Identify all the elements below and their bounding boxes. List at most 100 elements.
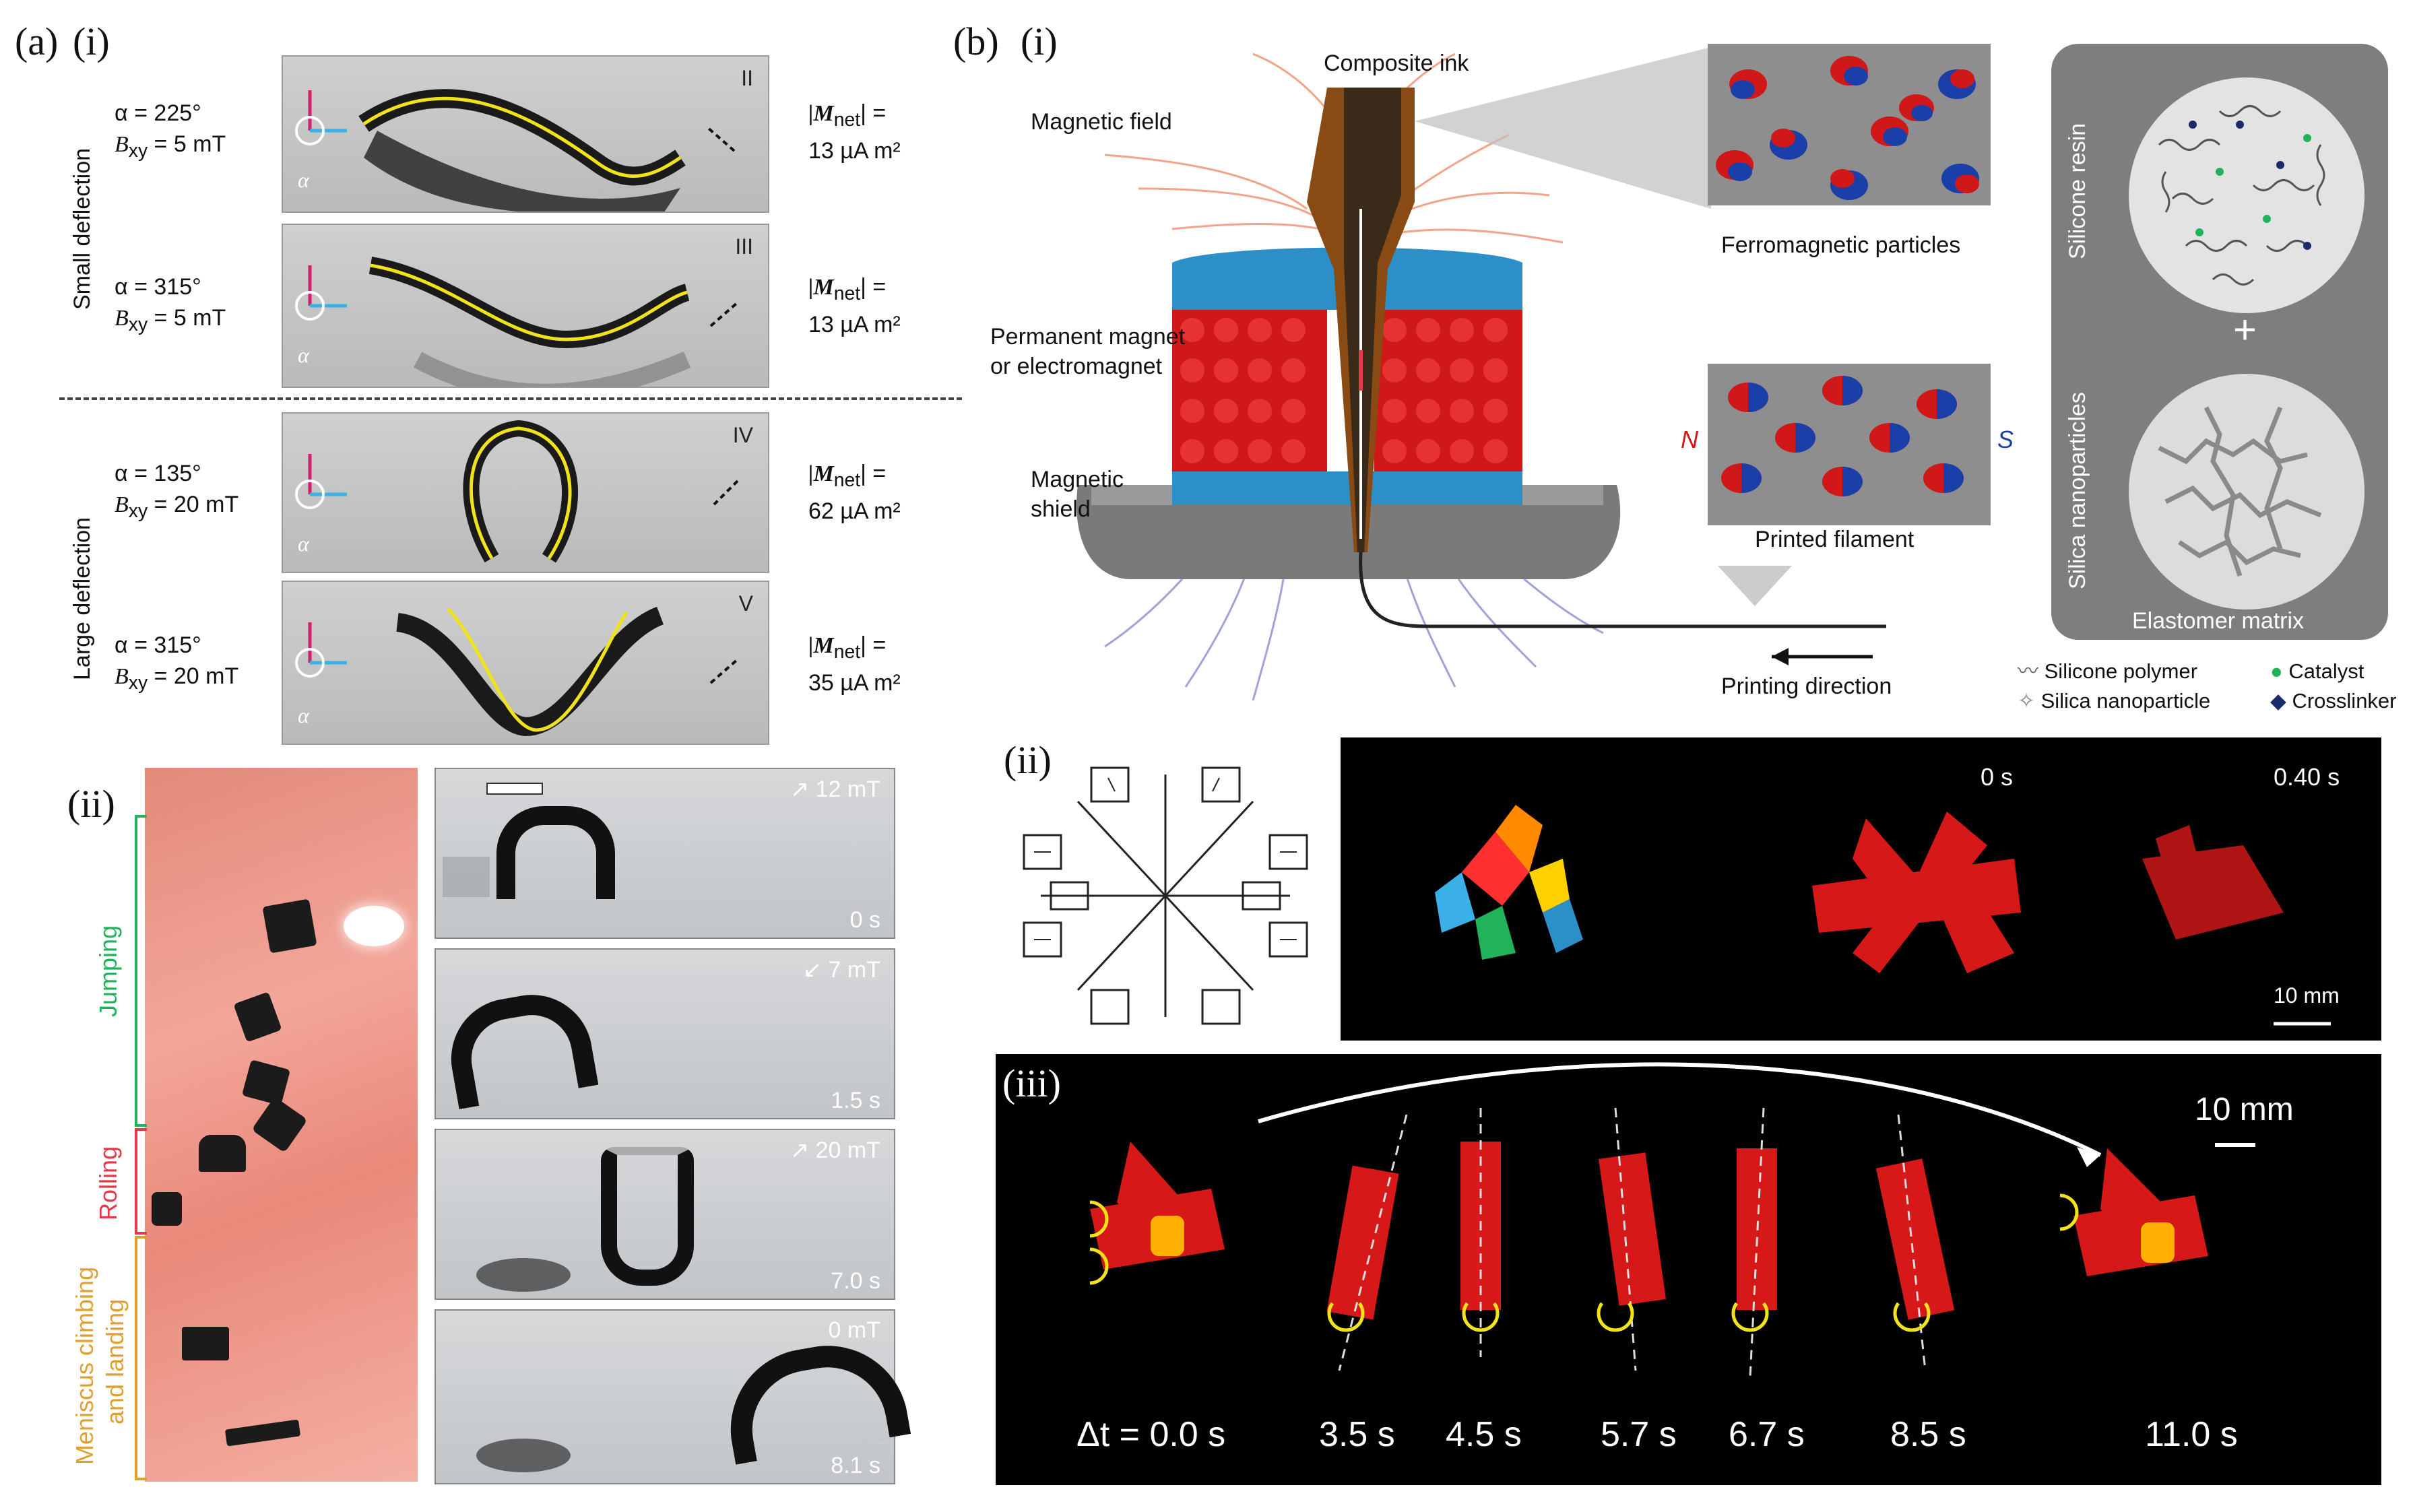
mnet-label: |Mnet| = [808, 632, 887, 663]
elastomer-matrix-label: Elastomer matrix [2132, 608, 2305, 634]
rotation-video: (iii) 10 mm Δt = 0.0 s 3.5 s 4.5 s 5.7 s… [996, 1054, 2381, 1485]
time-label: 3.5 s [1319, 1415, 1395, 1454]
field-direction-arrow [709, 301, 739, 327]
deflection-image-iv: IV α [282, 412, 769, 573]
scale-label: 10 mm [2195, 1092, 2294, 1127]
field-label: ↙ 7 mT [802, 957, 880, 983]
legend-row: 〰 Silicone polymer [2018, 659, 2198, 683]
row-iv-params: α = 135° Bxy = 20 mT [115, 458, 238, 527]
pattern-lines [1023, 766, 1308, 1025]
time-0-label: 0 s [1981, 763, 2014, 791]
meniscus-bracket [135, 1236, 147, 1480]
deflection-svg-v [295, 606, 739, 737]
robot-shape [601, 1147, 694, 1286]
plus-sign: + [2233, 307, 2257, 352]
scale-label: 10 mm [2274, 983, 2340, 1008]
ferromagnetic-label: Ferromagnetic particles [1721, 232, 1961, 258]
panel-b-label: (b) [953, 20, 999, 63]
silica-nanoparticles-label: Silica nanoparticles [2065, 392, 2090, 589]
specimen-shadow [413, 352, 691, 387]
nanoparticle-icon: ✧ [2018, 689, 2035, 713]
time-label: Δt = 0.0 s [1076, 1415, 1226, 1454]
field-label: ↗ 12 mT [790, 777, 880, 802]
star-pattern-diagram [1023, 766, 1308, 1025]
time-label: 6.7 s [1729, 1415, 1805, 1454]
bxy-value: Bxy = 20 mT [115, 492, 239, 522]
bxy-value: Bxy = 20 mT [115, 663, 239, 694]
printed-filament-line [1359, 552, 1886, 628]
mnet-value: 13 µA m² [808, 311, 901, 337]
mnet-label: |Mnet| = [808, 274, 887, 304]
robot-pose [199, 1135, 246, 1172]
robot-shape [441, 985, 599, 1110]
robot-shadow [476, 1258, 571, 1292]
robot-shape [496, 806, 615, 899]
model-curve [447, 607, 629, 732]
landing-label: and landing [101, 1299, 129, 1424]
alpha-symbol: α [298, 343, 309, 367]
magnet-bottom-plate [1172, 471, 1522, 505]
printed-filament-box [1708, 364, 1991, 525]
folded-star [2142, 825, 2284, 940]
robot-shadow [443, 857, 490, 897]
tissue-photo [145, 768, 418, 1482]
time-label: 7.0 s [831, 1268, 880, 1294]
legend-row: ● Catalyst [2270, 659, 2364, 683]
magnetic-shield [1076, 485, 1621, 579]
roman-numeral: V [738, 591, 753, 616]
model-curve [469, 426, 572, 560]
catalyst-icon: ● [2270, 659, 2283, 683]
rotation-svg [1089, 1062, 2255, 1378]
light-reflection [344, 906, 404, 946]
composition-legend-right: ● Catalyst ◆ Crosslinker [2270, 657, 2397, 716]
robot-pose [224, 1419, 301, 1447]
crosslinker-icon: ◆ [2270, 689, 2286, 713]
panel-a-i-label: (i) [73, 20, 110, 63]
robot-pose [233, 991, 282, 1043]
catalyst-dots [2195, 134, 2311, 236]
small-deflection-label: Small deflection [69, 147, 95, 310]
simulation-star [1435, 805, 1583, 960]
specimen-strip [395, 606, 664, 737]
field-direction-arrow [709, 658, 739, 684]
robot-frames [1090, 1142, 2208, 1320]
panel-b-ii-label: (ii) [1004, 738, 1052, 782]
legend-row: ✧ Silica nanoparticle [2018, 689, 2211, 713]
jumping-label: Jumping [94, 925, 122, 1017]
rotation-icon [295, 480, 325, 509]
nozzle-core [1344, 88, 1401, 552]
mnet-label: |Mnet| = [808, 100, 887, 131]
magnetic-field-label: Magnetic field [1031, 109, 1172, 135]
alpha-symbol: α [298, 531, 309, 556]
model-curve [362, 96, 682, 178]
arrow-head [1772, 648, 1789, 665]
alpha-value: α = 225° [115, 100, 201, 126]
time-label: 1.5 s [831, 1088, 880, 1113]
rotation-icon [295, 648, 325, 678]
panel-a-label: (a) [15, 20, 59, 63]
bxy-value: Bxy = 5 mT [115, 131, 226, 162]
field-label: ↗ 20 mT [790, 1138, 880, 1163]
roman-numeral: III [735, 234, 753, 259]
robot-pose [251, 1096, 308, 1153]
polymer-icon: 〰 [2018, 659, 2038, 683]
aligned-particles-svg [1721, 376, 1964, 496]
scale-bar [486, 783, 543, 795]
time-040-label: 0.40 s [2274, 763, 2340, 791]
composition-legend: 〰 Silicone polymer ✧ Silica nanoparticle [2018, 657, 2210, 716]
alpha-value: α = 135° [115, 461, 201, 486]
rotation-icon [295, 116, 325, 145]
robot-pose [262, 898, 317, 954]
panel-a-ii-label: (ii) [67, 782, 115, 826]
panel-b-iii-label: (iii) [1002, 1061, 1061, 1105]
robot-shadow [476, 1439, 571, 1472]
roman-numeral: IV [732, 423, 753, 447]
time-label: 8.1 s [831, 1453, 880, 1478]
sequence-arrow [1258, 1062, 2102, 1157]
south-pole-label: S [1997, 426, 2014, 453]
flat-star [1812, 812, 2021, 973]
printer-diagram [1076, 47, 1886, 701]
magnetization-arrows [1034, 777, 1297, 940]
composite-ink-label: Composite ink [1324, 51, 1469, 76]
particles-svg [1716, 56, 1979, 200]
